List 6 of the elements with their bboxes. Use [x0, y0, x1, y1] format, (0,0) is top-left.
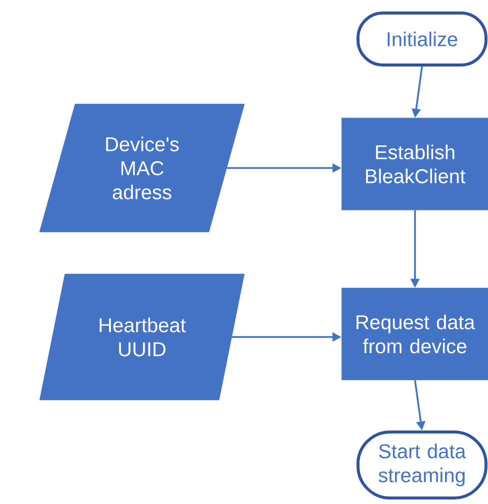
- input-parallelogram: Device's MAC adress: [39, 104, 245, 232]
- process-box: Establish BleakClient: [341, 118, 488, 210]
- process-box: Request data from device: [341, 288, 488, 380]
- input-parallelogram: Heartbeat UUID: [39, 274, 245, 400]
- terminal-box: Initialize: [356, 12, 488, 66]
- terminal-box: Start data streaming: [356, 430, 488, 500]
